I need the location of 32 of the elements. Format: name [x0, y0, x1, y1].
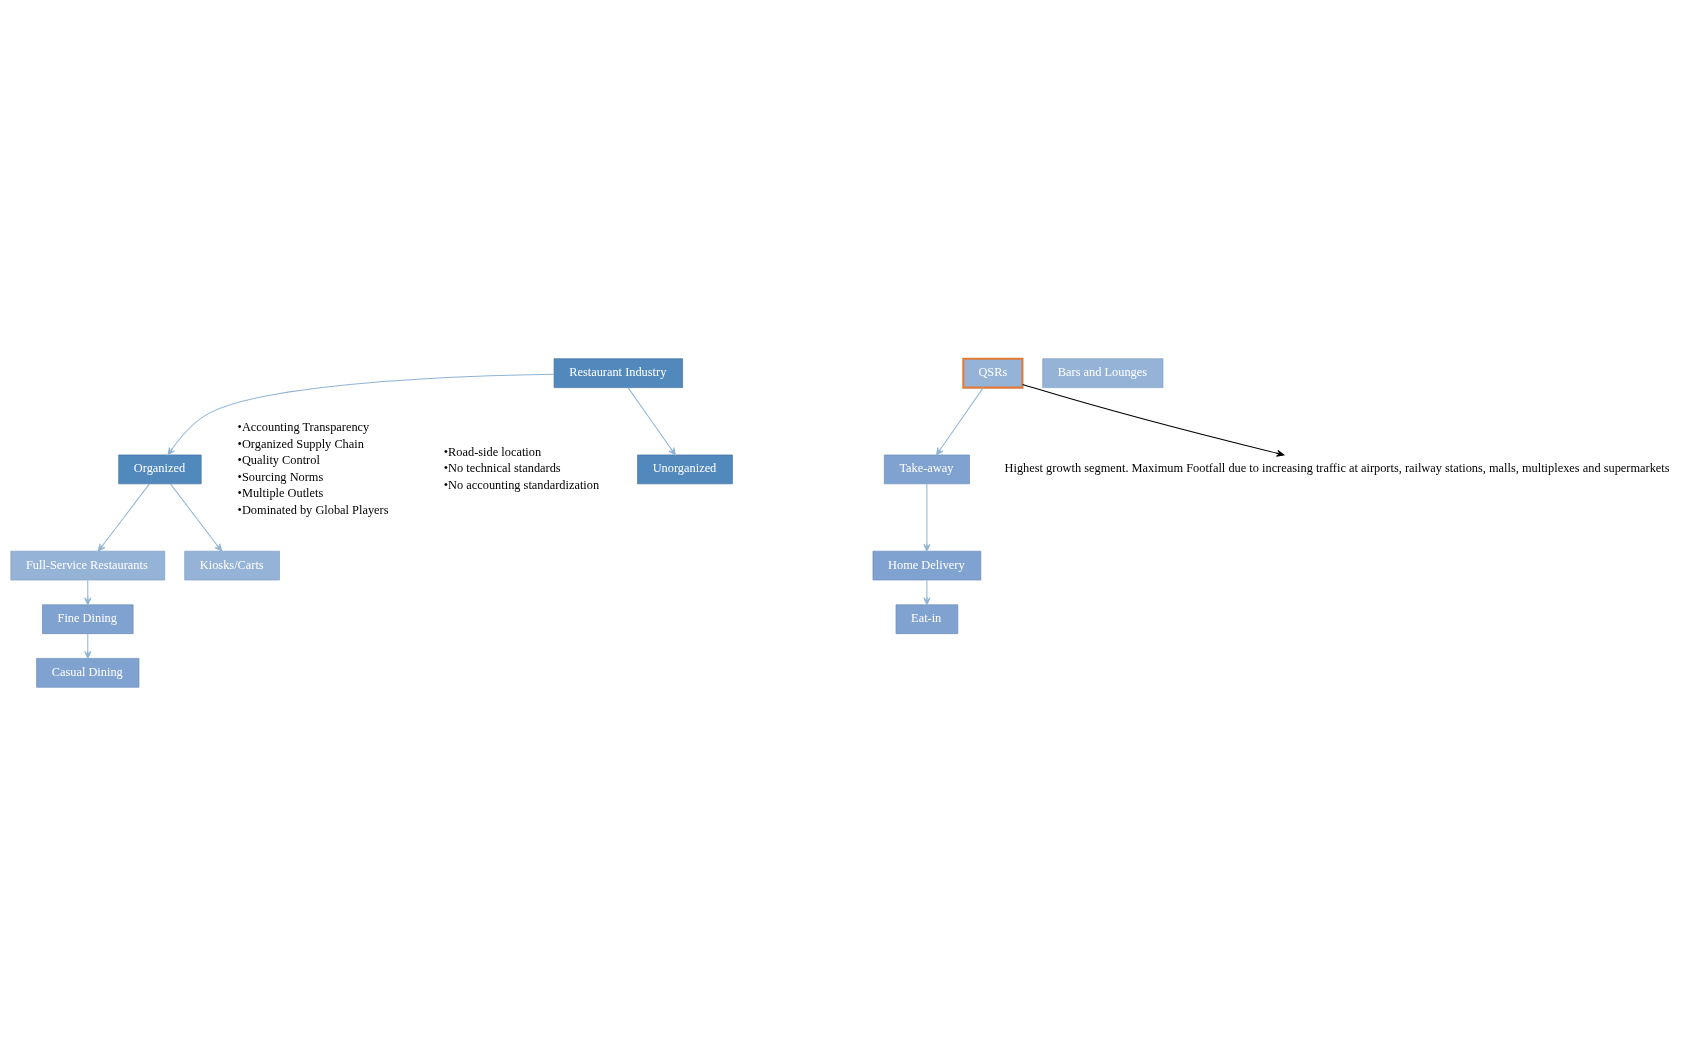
node-box: Bars and Lounges — [1042, 357, 1164, 388]
node-label: •Multiple Outlets — [237, 485, 324, 500]
node-box: QSRs — [962, 357, 1024, 389]
node-box: Unorganized — [637, 454, 733, 484]
arrow — [167, 373, 555, 455]
node-box: Full-Service Restaurants — [10, 550, 166, 580]
arrow — [936, 386, 984, 455]
node-box: Restaurant Industry — [553, 357, 683, 388]
node-label: •Accounting Transparency — [237, 419, 370, 434]
arrow — [627, 386, 676, 455]
node-label: •No accounting standardization — [443, 477, 600, 492]
node-box: Casual Dining — [36, 657, 140, 688]
node-box: Kiosks/Carts — [184, 550, 280, 580]
node-text: Highest growth segment. Maximum Footfall due to increasing traffic at airports, railway stations, malls, multiplexes and supermarkets — [1004, 460, 1670, 475]
arrow — [923, 579, 931, 605]
node-box: Take-away — [883, 454, 970, 484]
arrow — [923, 482, 931, 552]
node-label: •Organized Supply Chain — [237, 436, 364, 451]
arrow — [97, 482, 150, 552]
arrow — [84, 579, 92, 605]
node-label: •No technical standards — [443, 460, 561, 475]
node-box: Fine Dining — [42, 603, 134, 634]
arrow — [84, 632, 92, 659]
node-box: Organized — [118, 454, 202, 484]
node-label: •Road-side location — [443, 444, 542, 459]
node-label: •Sourcing Norms — [237, 469, 324, 484]
node-box: Eat-in — [895, 603, 959, 634]
node-label: •Dominated by Global Players — [237, 502, 389, 517]
arrow — [169, 482, 223, 552]
node-label: •Quality Control — [237, 452, 320, 467]
arrow — [1022, 383, 1285, 457]
node-box: Home Delivery — [872, 550, 982, 580]
